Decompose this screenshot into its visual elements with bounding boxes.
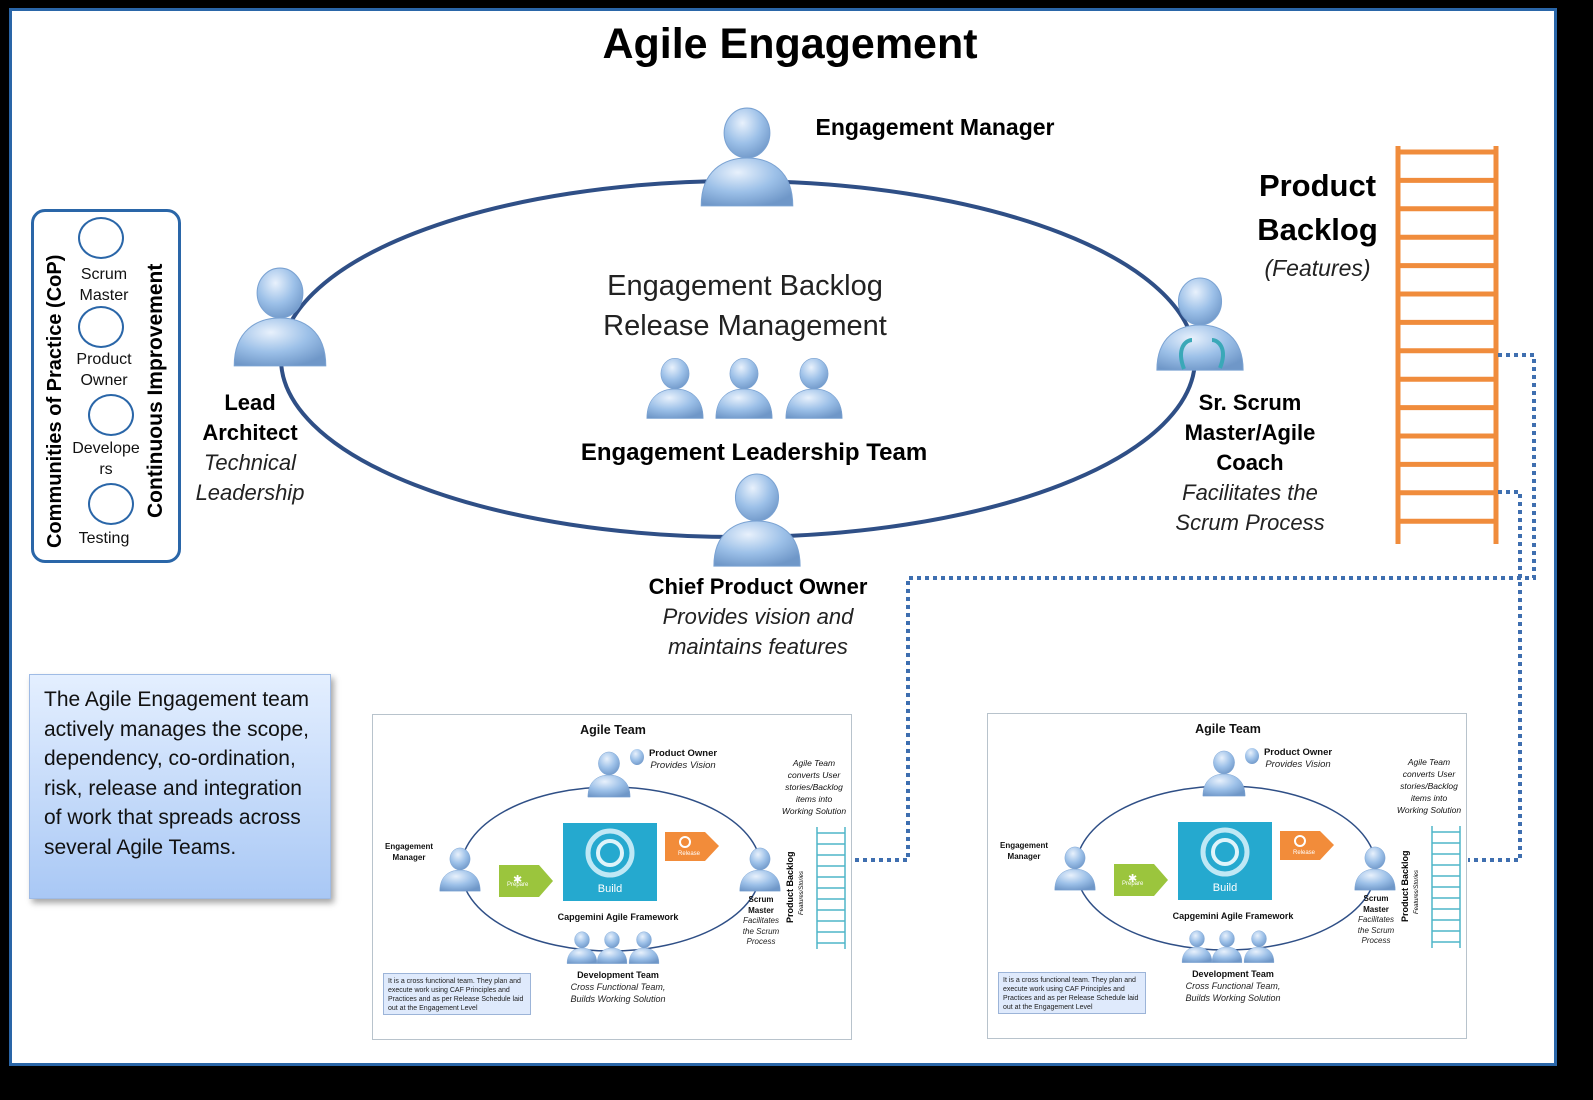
scrum-master-person-icon	[739, 847, 781, 892]
release-label: Release	[1292, 850, 1315, 856]
sr-scrum-master-label: Sr. Scrum Master/Agile Coach Facilitates…	[1175, 390, 1325, 535]
team-member-icon	[785, 357, 843, 419]
svg-text:✱: ✱	[1128, 873, 1137, 885]
speech-bubble-icon	[630, 749, 644, 765]
scrum-master-person-icon	[1354, 846, 1396, 891]
cop-circle	[88, 394, 134, 436]
build-tile	[563, 823, 657, 901]
cop-circle	[78, 217, 124, 259]
cop-circle	[88, 483, 134, 525]
agile-team-title: Agile Team	[580, 723, 646, 737]
prepare-label: Prepare	[507, 882, 529, 888]
engagement-manager-label: Engagement Manager	[815, 114, 1055, 140]
prepare-label: Prepare	[1122, 881, 1144, 887]
svg-text:✱: ✱	[513, 874, 522, 886]
product-backlog-ladder	[1395, 146, 1499, 544]
engagement-backlog-text: Engagement Backlog Release Management	[603, 270, 887, 342]
chief-product-owner-label: Chief Product Owner Provides vision and …	[648, 574, 868, 659]
card-note: It is a cross functional team. They plan…	[383, 973, 531, 1015]
build-tile	[1178, 822, 1272, 900]
product-owner-person-icon	[587, 751, 631, 798]
dev-person-icon	[596, 931, 628, 964]
team-member-icon	[715, 357, 773, 419]
prepare-arrow	[499, 865, 553, 897]
release-arrow	[665, 832, 719, 861]
speech-bubble-icon	[1245, 748, 1259, 764]
card-pb-label: Product Backlog	[1400, 850, 1410, 922]
dotted-connector	[850, 353, 1536, 862]
scrum-master-stethoscope-icon	[1179, 338, 1225, 370]
product-backlog-label: Product Backlog (Features)	[1257, 168, 1378, 281]
agile-team-svg: ✱	[439, 749, 846, 964]
card-backlog-ladder	[1431, 826, 1461, 948]
cop-side-label: Continuous Improvement	[144, 263, 167, 518]
cop-item-testing: Testing	[78, 530, 130, 547]
release-label: Release	[677, 851, 700, 857]
page-title: Agile Engagement	[602, 20, 978, 68]
engagement-leadership-team-label: Engagement Leadership Team	[580, 439, 928, 466]
card-backlog-ladder	[816, 827, 846, 949]
card-note: It is a cross functional team. They plan…	[998, 972, 1146, 1014]
prepare-arrow	[1114, 864, 1168, 896]
framework-label: Capgemini Agile Framework	[557, 912, 679, 922]
engagement-ring	[279, 179, 1197, 539]
card-pb-sub: Features/Stories	[799, 870, 805, 915]
engagement-manager-person-icon	[439, 847, 481, 892]
engagement-manager-person-icon	[1054, 846, 1096, 891]
team-member-icon	[646, 357, 704, 419]
cop-circle	[78, 306, 124, 348]
agile-team-title: Agile Team	[1195, 722, 1261, 736]
chief-product-owner-person-icon	[713, 473, 801, 567]
framework-label: Capgemini Agile Framework	[1172, 911, 1294, 921]
agile-team-svg: ✱	[1054, 748, 1461, 963]
product-owner-person-icon	[1202, 750, 1246, 797]
scrum-master-person-icon	[1156, 277, 1244, 371]
card-pb-label: Product Backlog	[785, 851, 795, 923]
build-label: Build	[597, 883, 623, 895]
card-pb-sub: Features/Stories	[1414, 869, 1420, 914]
release-arrow	[1280, 831, 1334, 860]
build-label: Build	[1212, 882, 1238, 894]
engagement-manager-person-icon	[700, 107, 794, 207]
lead-architect-label: Lead Architect Technical Leadership	[195, 390, 305, 505]
lead-architect-person-icon	[233, 267, 327, 367]
info-callout: The Agile Engagement team actively manag…	[29, 674, 331, 899]
dev-person-icon	[1211, 930, 1243, 963]
